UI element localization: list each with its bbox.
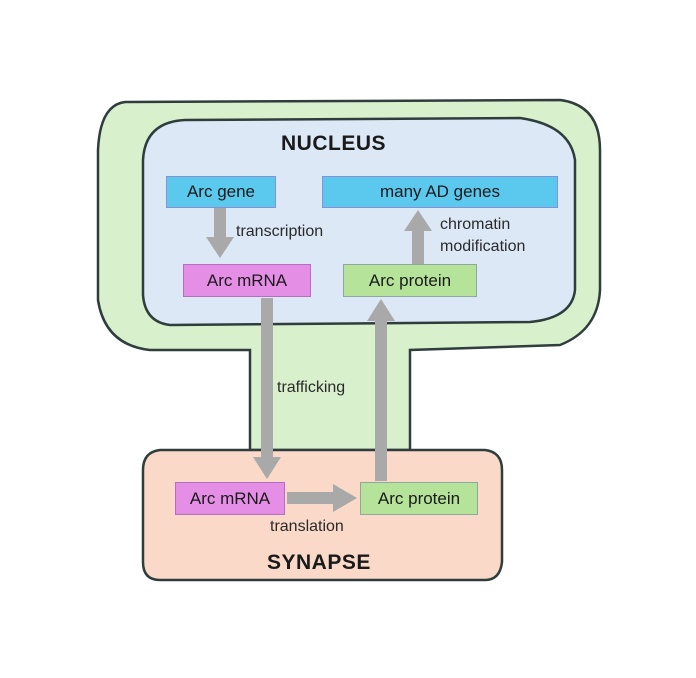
translation-arrow bbox=[287, 484, 357, 512]
many-ad-genes-node: many AD genes bbox=[322, 176, 558, 208]
chromatin-label-line1: chromatin bbox=[440, 216, 511, 233]
nucleus-title: NUCLEUS bbox=[281, 132, 387, 155]
arc-gene-node: Arc gene bbox=[166, 176, 276, 208]
transcription-label: transcription bbox=[236, 223, 324, 240]
trafficking-arrow bbox=[253, 298, 281, 479]
return-arrow bbox=[367, 299, 395, 481]
trafficking-label: trafficking bbox=[277, 379, 346, 396]
arc-mrna-nucleus-node: Arc mRNA bbox=[183, 264, 311, 297]
chromatin-label-line2: modification bbox=[440, 238, 526, 255]
chromatin-arrow bbox=[404, 210, 432, 264]
arc-protein-nucleus-node: Arc protein bbox=[343, 264, 477, 297]
arc-mrna-synapse-node: Arc mRNA bbox=[175, 482, 285, 515]
arc-protein-synapse-node: Arc protein bbox=[360, 482, 478, 515]
transcription-arrow bbox=[206, 208, 234, 258]
synapse-title: SYNAPSE bbox=[267, 551, 371, 574]
translation-label: translation bbox=[270, 518, 344, 535]
